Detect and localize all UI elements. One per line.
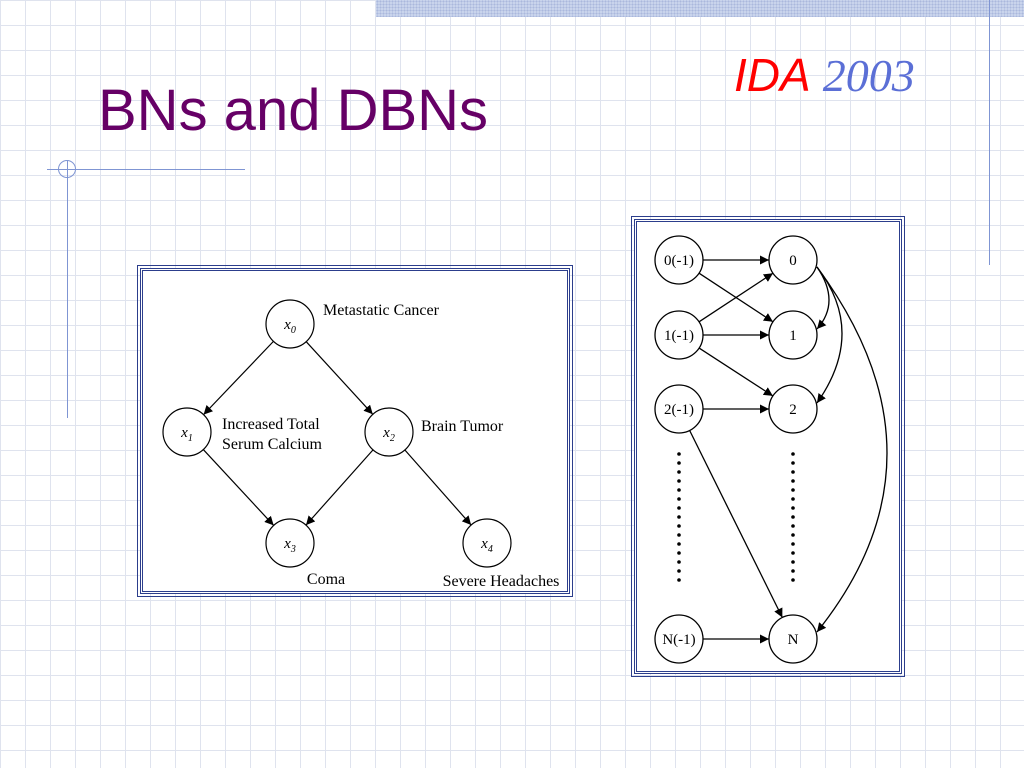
dbn-node-label: 2(-1) xyxy=(664,402,694,418)
decorative-left-rule xyxy=(67,160,68,418)
bn-node-x0 xyxy=(265,299,315,349)
bn-diagram: x0 Metastatic Cancer x1 Increased TotalSeru… xyxy=(162,299,560,590)
brand-year: 2003 xyxy=(822,50,915,101)
bn-node-x3 xyxy=(265,518,315,568)
bn-node-x2 xyxy=(364,407,414,457)
bn-node-symbol: x4 xyxy=(480,536,493,555)
dbn-ellipsis-dot-prev xyxy=(677,551,681,555)
bn-edge-x0-x2 xyxy=(305,341,374,415)
dbn-node-label: 2 xyxy=(789,402,797,418)
dbn-ellipsis-dot-curr xyxy=(791,524,795,528)
bn-node-label: Increased Total xyxy=(222,416,320,433)
dbn-ellipsis-dot-curr xyxy=(791,542,795,546)
bn-node-symbol: x0 xyxy=(283,317,296,336)
dbn-ellipsis-dot-prev xyxy=(677,560,681,564)
bn-node-symbol: x1 xyxy=(180,425,193,444)
bn-node-label: Serum Calcium xyxy=(222,436,323,453)
dbn-node-label: N(-1) xyxy=(662,632,695,648)
dbn-node-1(-1) xyxy=(654,310,704,360)
dbn-node-N xyxy=(768,614,818,664)
dbn-node-0(-1) xyxy=(654,235,704,285)
dbn-node-N(-1) xyxy=(654,614,704,664)
dbn-ellipsis-dot-prev xyxy=(677,578,681,582)
dbn-ellipsis-dot-prev xyxy=(677,470,681,474)
dbn-ellipsis-dot-prev xyxy=(677,569,681,573)
dbn-edge-0-2 xyxy=(816,266,843,404)
dbn-ellipsis-dot-prev xyxy=(677,542,681,546)
crosshair-circle-icon xyxy=(58,160,76,178)
dbn-ellipsis-dot-prev xyxy=(677,497,681,501)
dbn-ellipsis-dot-curr xyxy=(791,461,795,465)
dbn-ellipsis-dot-curr xyxy=(791,533,795,537)
dbn-node-label: 1(-1) xyxy=(664,328,694,344)
dbn-node-label: N xyxy=(788,632,799,648)
dbn-node-1 xyxy=(768,310,818,360)
dbn-ellipsis-dot-prev xyxy=(677,452,681,456)
bn-edge-x1-x3 xyxy=(202,449,275,526)
dbn-diagram-frame: 0 1 2 0(-1) 1(-1) 2(-1) N(-1) N xyxy=(631,216,905,677)
dbn-edge-1(-1)-0 xyxy=(698,272,774,323)
dbn-ellipsis-dot-curr xyxy=(791,578,795,582)
dbn-ellipsis-dot-prev xyxy=(677,533,681,537)
bn-edge-x2-x4 xyxy=(404,449,472,526)
dbn-ellipsis-dot-curr xyxy=(791,470,795,474)
dbn-ellipsis-dot-prev xyxy=(677,461,681,465)
dbn-edge-1(-1)-2 xyxy=(698,347,774,397)
decorative-vertical-rule xyxy=(989,0,990,265)
bn-node-label: Brain Tumor xyxy=(421,418,504,435)
bn-node-x1 xyxy=(162,407,212,457)
bn-edge-x0-x1 xyxy=(203,340,274,416)
dbn-ellipsis-dot-prev xyxy=(677,506,681,510)
dbn-edge-0-N xyxy=(816,266,888,633)
bn-node-symbol: x2 xyxy=(382,425,395,444)
dbn-ellipsis-dot-prev xyxy=(677,488,681,492)
bn-node-label: Metastatic Cancer xyxy=(323,302,440,319)
dbn-edge-2(-1)-N xyxy=(689,430,783,618)
dbn-ellipsis-dot-curr xyxy=(791,452,795,456)
decorative-top-strip xyxy=(376,0,1024,17)
dbn-ellipsis-dot-curr xyxy=(791,569,795,573)
bn-edge-x2-x3 xyxy=(305,449,374,526)
slide-title: BNs and DBNs xyxy=(98,78,489,143)
title-underline-rule xyxy=(47,169,245,170)
dbn-node-label: 0 xyxy=(789,253,797,269)
dbn-ellipsis-dot-curr xyxy=(791,497,795,501)
dbn-ellipsis-dot-curr xyxy=(791,506,795,510)
dbn-ellipsis-dot-curr xyxy=(791,488,795,492)
dbn-node-2 xyxy=(768,384,818,434)
bn-node-x4 xyxy=(462,518,512,568)
bn-node-symbol: x3 xyxy=(283,536,296,555)
dbn-ellipsis-dot-prev xyxy=(677,515,681,519)
bn-node-label: Severe Headaches xyxy=(443,573,560,590)
dbn-ellipsis-dot-curr xyxy=(791,560,795,564)
bn-node-label: Coma xyxy=(307,571,345,588)
dbn-node-label: 0(-1) xyxy=(664,253,694,269)
dbn-diagram: 0 1 2 0(-1) 1(-1) 2(-1) N(-1) N xyxy=(654,235,888,664)
dbn-node-0 xyxy=(768,235,818,285)
dbn-node-label: 1 xyxy=(789,328,797,344)
dbn-ellipsis-dot-curr xyxy=(791,515,795,519)
dbn-ellipsis-dot-curr xyxy=(791,551,795,555)
brand-ida: IDA xyxy=(734,49,811,101)
dbn-ellipsis-dot-prev xyxy=(677,479,681,483)
dbn-ellipsis-dot-prev xyxy=(677,524,681,528)
dbn-node-2(-1) xyxy=(654,384,704,434)
dbn-ellipsis-dot-curr xyxy=(791,479,795,483)
